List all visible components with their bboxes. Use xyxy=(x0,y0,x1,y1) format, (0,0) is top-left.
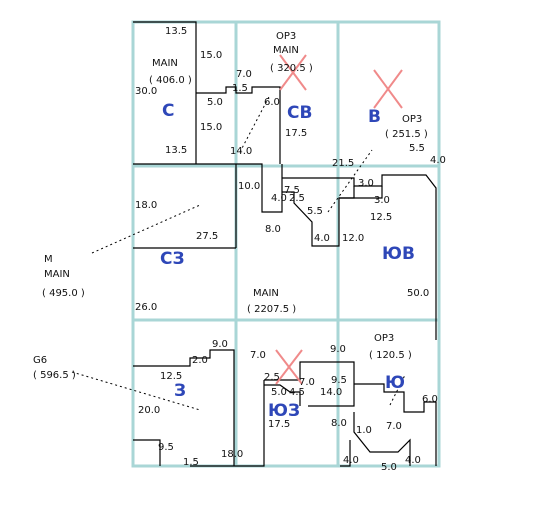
dimension-label: 13.5 xyxy=(165,145,188,156)
dimension-label: 5.0 xyxy=(271,387,287,398)
dimension-label: 2.5 xyxy=(289,193,305,204)
dimension-label: 1.5 xyxy=(183,457,199,468)
dimension-label: 2.0 xyxy=(192,355,208,366)
dimension-label: 21.5 xyxy=(332,158,355,169)
dimension-label: 2.5 xyxy=(264,372,280,383)
zone-label-io: Ю xyxy=(385,373,405,393)
dimension-label: 13.5 xyxy=(165,26,188,37)
room-label: MAIN xyxy=(273,45,299,56)
dimension-label: 14.0 xyxy=(230,146,253,157)
dimension-label: 14.0 xyxy=(320,387,343,398)
dimension-label: 18.0 xyxy=(135,200,158,211)
dimension-label: 5.5 xyxy=(307,206,323,217)
dimension-label: 4.0 xyxy=(271,193,287,204)
dimension-label: 9.5 xyxy=(331,375,347,386)
dimension-label: 4.0 xyxy=(314,233,330,244)
dimension-label: 6.0 xyxy=(264,97,280,108)
dimension-label: 7.0 xyxy=(250,350,266,361)
dimension-label: 9.0 xyxy=(212,339,228,350)
dimension-label: 5.5 xyxy=(409,143,425,154)
dimension-label: 30.0 xyxy=(135,86,158,97)
zone-label-z: З xyxy=(174,381,187,401)
dimension-label: 8.0 xyxy=(331,418,347,429)
cross-mark-east xyxy=(373,69,403,109)
dimension-label: 17.5 xyxy=(268,419,291,430)
room-area: ( 2207.5 ) xyxy=(247,304,297,315)
room-area: ( 596.5 ) xyxy=(33,370,76,381)
room-label: OP3 xyxy=(276,31,297,42)
cross-marks xyxy=(275,54,403,385)
room-area: ( 406.0 ) xyxy=(149,75,192,86)
dimension-label: 7.5 xyxy=(284,185,300,196)
dimension-label: 6.0 xyxy=(422,394,438,405)
room-label: MAIN xyxy=(253,288,279,299)
dimension-label: 15.0 xyxy=(200,50,223,61)
room-label: OP3 xyxy=(374,333,395,344)
dimension-label: 4.0 xyxy=(343,455,359,466)
dimension-label: 1.5 xyxy=(232,83,248,94)
zone-label-cb: СВ xyxy=(287,103,313,123)
room-area: ( 495.0 ) xyxy=(42,288,85,299)
room-area: ( 120.5 ) xyxy=(369,350,412,361)
dimension-label: 4.0 xyxy=(430,155,446,166)
room-label: G6 xyxy=(33,355,48,366)
dimension-label: 1.0 xyxy=(356,425,372,436)
room-area: ( 320.5 ) xyxy=(270,63,313,74)
dimension-label: 15.0 xyxy=(200,122,223,133)
room-label: MAIN xyxy=(152,58,178,69)
room-area: ( 251.5 ) xyxy=(385,129,428,140)
leader-lines xyxy=(71,94,406,411)
dimension-label: 12.0 xyxy=(342,233,365,244)
dimension-label: 17.5 xyxy=(285,128,308,139)
dimension-label: 5.0 xyxy=(207,97,223,108)
dimension-label: 9.5 xyxy=(158,442,174,453)
zone-label-b: В xyxy=(368,107,381,127)
dimension-label: 9.0 xyxy=(330,344,346,355)
dimension-label: 4.0 xyxy=(405,455,421,466)
dimension-label: 12.5 xyxy=(160,371,183,382)
room-label: OP3 xyxy=(402,114,423,125)
dimension-label: 20.0 xyxy=(138,405,161,416)
zone-label-io3: ЮЗ xyxy=(268,401,301,421)
dimension-label: 10.0 xyxy=(238,181,261,192)
zone-label-c3: СЗ xyxy=(160,249,185,269)
dimension-label: 26.0 xyxy=(135,302,158,313)
zone-label-iob: ЮВ xyxy=(382,244,415,264)
building-walls xyxy=(133,21,437,467)
dimension-label: 7.0 xyxy=(299,377,315,388)
dimension-label: 7.0 xyxy=(236,69,252,80)
room-label: M xyxy=(44,254,53,265)
dimension-label: 50.0 xyxy=(407,288,430,299)
cross-mark-southwest xyxy=(275,349,303,385)
dimension-label: 27.5 xyxy=(196,231,219,242)
dimension-label: 8.0 xyxy=(265,224,281,235)
dimension-label: 7.0 xyxy=(386,421,402,432)
dimension-label: 3.0 xyxy=(358,178,374,189)
room-label: MAIN xyxy=(44,269,70,280)
dimension-label: 3.0 xyxy=(374,195,390,206)
dimension-label: 4.5 xyxy=(289,387,305,398)
zone-label-c: С xyxy=(162,101,175,121)
dimension-label: 12.5 xyxy=(370,212,393,223)
dimension-label: 5.0 xyxy=(381,462,397,473)
sector-grid xyxy=(131,20,441,468)
dimension-label: 18.0 xyxy=(221,449,244,460)
cross-mark-north xyxy=(279,54,307,91)
